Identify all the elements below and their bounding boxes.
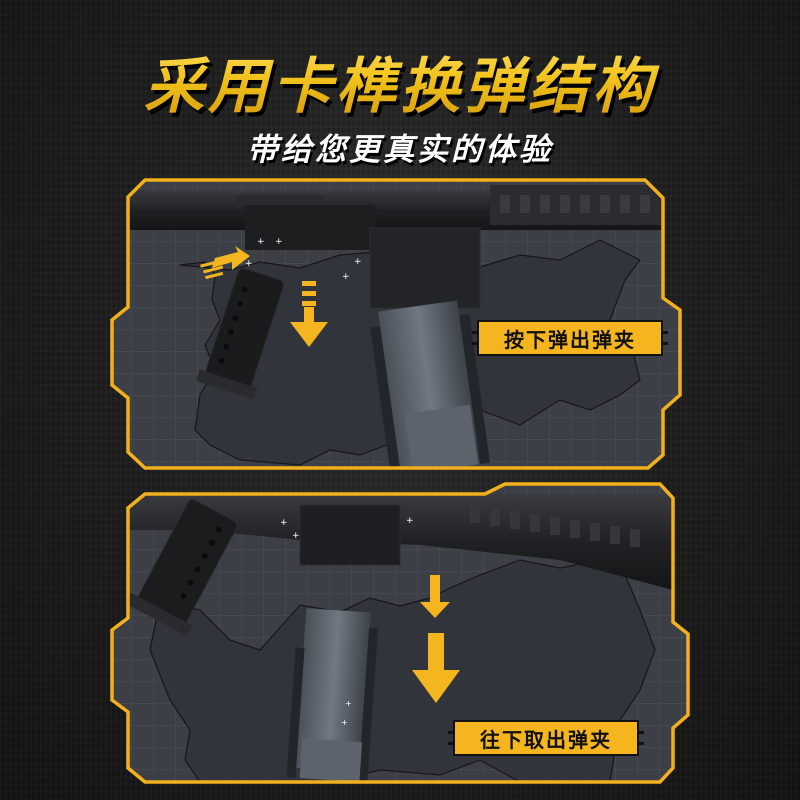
svg-text:+: + <box>257 237 265 247</box>
label-nub <box>662 331 668 334</box>
svg-text:+: + <box>280 518 288 528</box>
label-nub <box>638 742 644 745</box>
svg-text:+: + <box>245 259 253 269</box>
down-arrow-large-icon <box>412 633 460 703</box>
page-title: 采用卡榫换弹结构 <box>0 38 800 125</box>
label-nub <box>662 342 668 345</box>
down-arrow-icon <box>290 281 328 347</box>
label-nub <box>472 331 478 334</box>
down-arrow-small-icon <box>420 575 450 618</box>
label-nub <box>472 342 478 345</box>
release-label-text: 按下弹出弹夹 <box>504 327 636 352</box>
remove-label-text: 往下取出弹夹 <box>480 727 612 752</box>
svg-text:+: + <box>406 516 414 526</box>
panel-release-label: 按下弹出弹夹 <box>472 320 668 356</box>
press-arrow-icon <box>200 246 250 280</box>
svg-text:+: + <box>341 718 348 727</box>
svg-text:+: + <box>342 272 350 282</box>
svg-text:+: + <box>292 531 300 541</box>
label-nub <box>448 742 454 745</box>
label-nub <box>448 731 454 734</box>
svg-text:+: + <box>275 237 283 247</box>
svg-text:+: + <box>354 257 362 267</box>
panel-remove-label: 往下取出弹夹 <box>448 720 644 756</box>
page-subtitle: 带给您更真实的体验 <box>247 132 553 168</box>
label-nub <box>638 731 644 734</box>
svg-text:+: + <box>345 699 352 708</box>
